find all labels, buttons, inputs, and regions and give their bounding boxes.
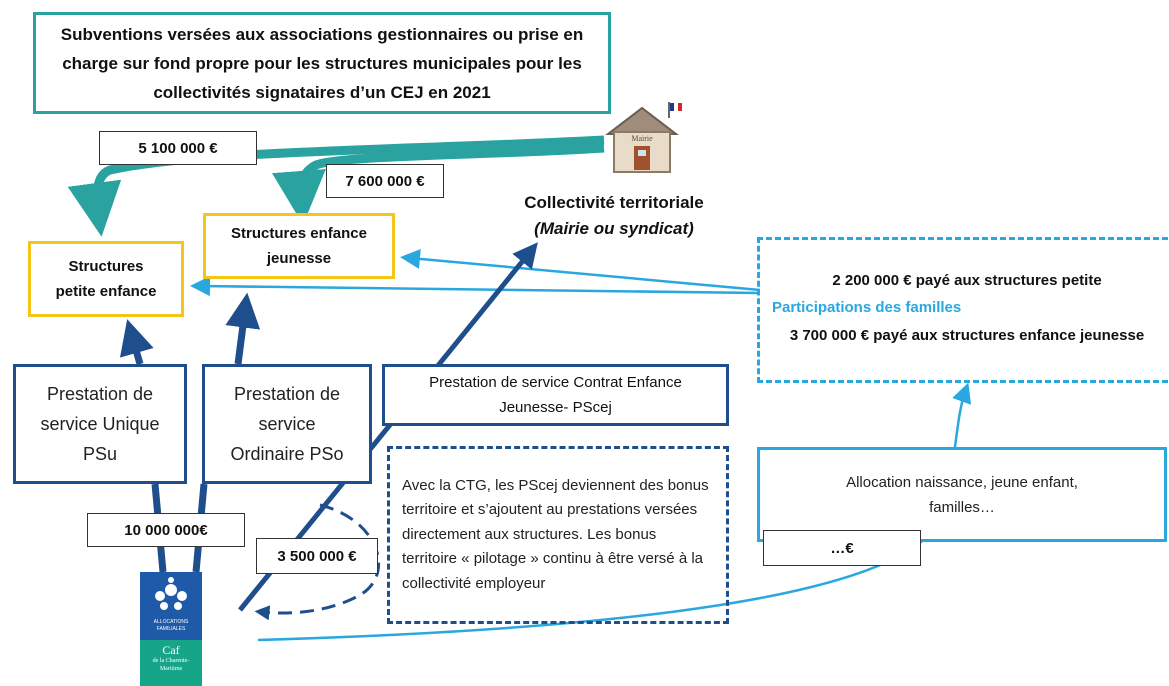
- amount-10000000: 10 000 000€: [87, 513, 245, 547]
- arrow-families-to-petite-enfance: [190, 276, 761, 297]
- caf-logo-line1: ALLOCATIONS: [153, 619, 189, 625]
- caf-logo: ALLOCATIONS FAMILIALES Caf de la Charent…: [140, 572, 202, 686]
- families-line3: 3 700 000 € payé aux structures enfance …: [789, 327, 1145, 344]
- arrow-pso-to-enfance-jeunesse: [225, 292, 261, 365]
- title-text: Subventions versées aux associations ges…: [60, 24, 584, 102]
- mairie-sign: Mairie: [631, 134, 653, 143]
- allocation-box: Allocation naissance, jeune enfant, fami…: [757, 447, 1167, 542]
- amount-3500000: 3 500 000 €: [256, 538, 378, 574]
- prestation-psu-box: Prestation de service Unique PSu: [13, 364, 187, 484]
- caf-logo-line2: FAMILIALES: [156, 626, 186, 632]
- structures-enfance-jeunesse: Structures enfance jeunesse: [203, 213, 395, 279]
- collectivite-subtitle: (Mairie ou syndicat): [534, 219, 694, 238]
- prestation-pscej-box: Prestation de service Contrat Enfance Je…: [382, 364, 729, 426]
- families-line1: 2 200 000 € payé aux structures petite: [832, 272, 1102, 289]
- title-box: Subventions versées aux associations ges…: [33, 12, 611, 114]
- pscej-note-box: Avec la CTG, les PScej deviennent des bo…: [387, 446, 729, 624]
- mairie-icon: Mairie: [605, 102, 682, 173]
- caf-logo-name: Caf: [162, 643, 180, 657]
- families-participation-box: 2 200 000 € payé aux structures petite P…: [757, 237, 1169, 383]
- caf-logo-region1: de la Charente-: [152, 658, 190, 664]
- arrow-dashed-loop: [254, 503, 380, 621]
- amount-7600000: 7 600 000 €: [326, 164, 444, 198]
- structures-petite-enfance: Structures petite enfance: [28, 241, 184, 317]
- caf-emblem-icon: [155, 577, 187, 610]
- arrow-mairie-to-enfance-jeunesse: [272, 143, 605, 225]
- amount-allocation: …€: [763, 530, 921, 566]
- prestation-pso-box: Prestation de service Ordinaire PSo: [202, 364, 372, 484]
- collectivite-title: Collectivité territoriale: [524, 193, 704, 212]
- caf-logo-region2: Maritime: [159, 666, 183, 672]
- collectivite-label: Collectivité territoriale (Mairie ou syn…: [484, 190, 744, 242]
- arrow-families-to-enfance-jeunesse: [400, 248, 761, 292]
- amount-5100000: 5 100 000 €: [99, 131, 257, 165]
- families-participation-label: Participations des familles: [772, 299, 962, 316]
- arrow-psu-to-petite-enfance: [119, 319, 154, 365]
